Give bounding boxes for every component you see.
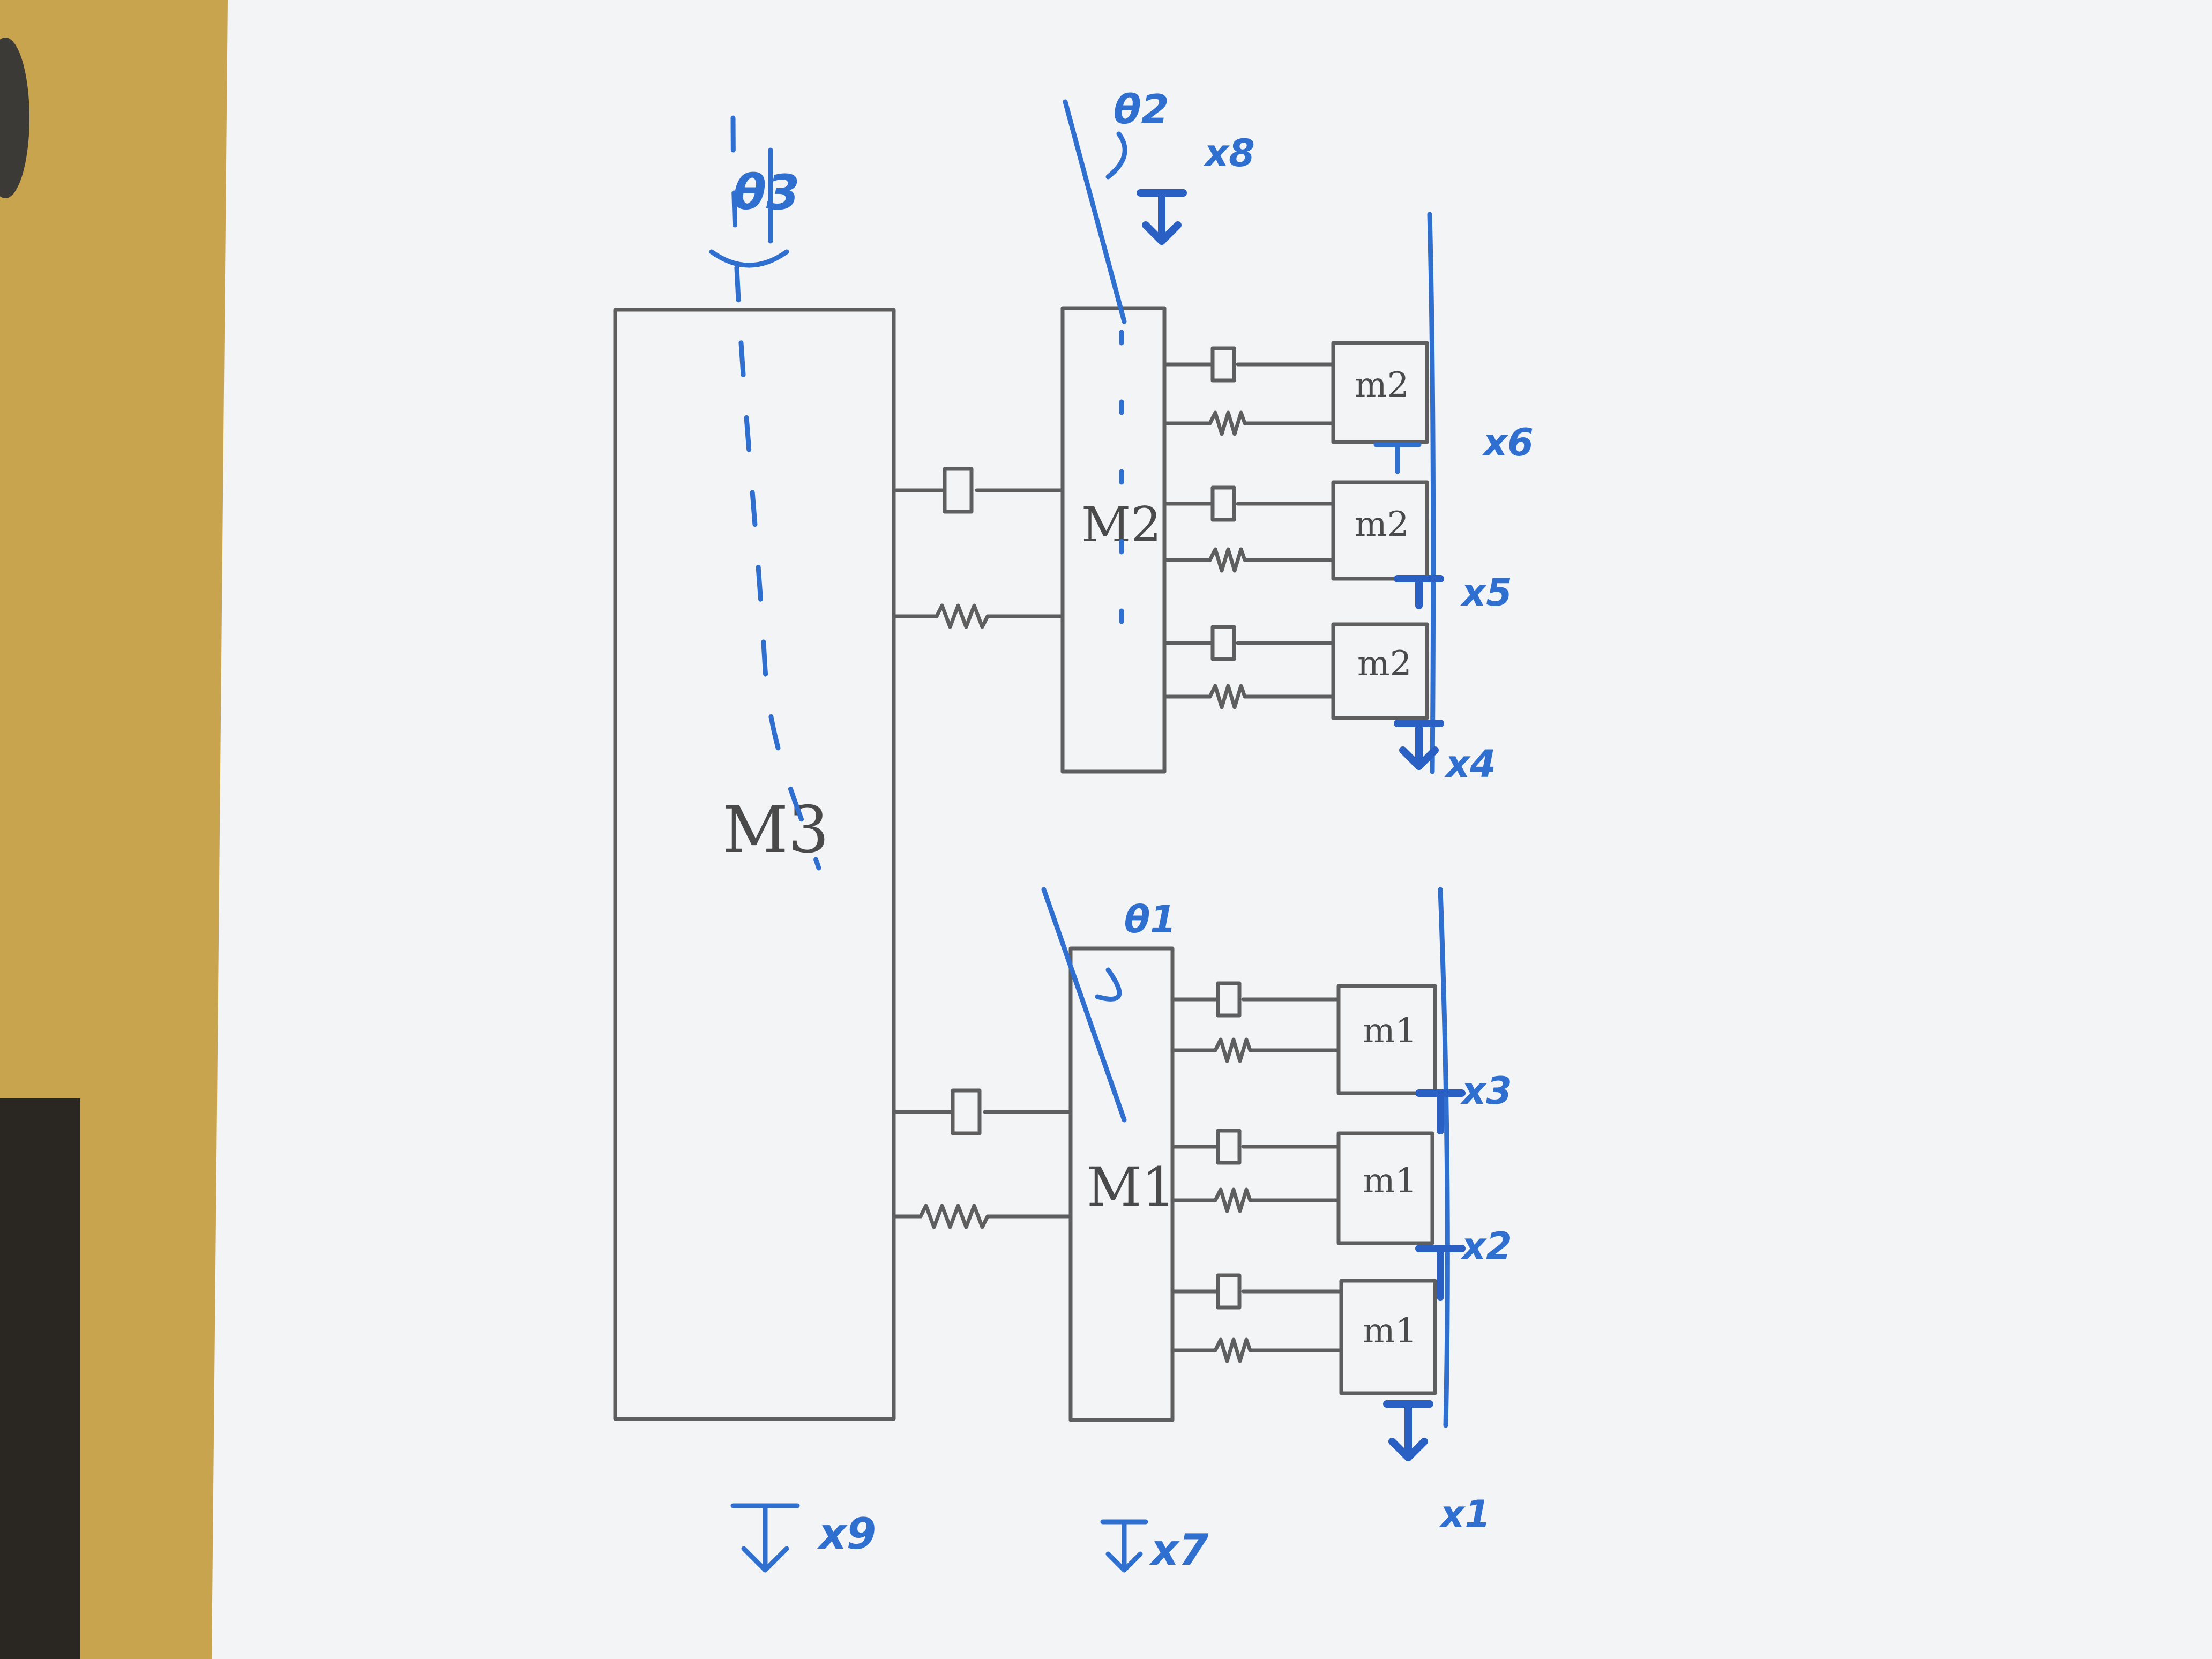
arrow-x4 <box>1394 720 1444 770</box>
mass-M3 <box>613 308 896 1421</box>
paper-sheet <box>212 0 2212 1659</box>
arrow-x6 <box>1373 442 1422 474</box>
label-x4: x4 <box>1444 742 1496 786</box>
wheel-m2-3: m2 <box>1162 341 1429 444</box>
damper-M3-M2 <box>892 467 1065 514</box>
theta2-arc <box>1063 99 1127 324</box>
arrow-x9 <box>730 1503 800 1573</box>
theta3-arc <box>709 249 789 268</box>
label-M1: M1 <box>1087 1156 1176 1219</box>
label-x5: x5 <box>1460 571 1512 615</box>
wheel-m2-2: m2 <box>1162 480 1429 581</box>
wheel-m2-1: m2 <box>1162 622 1429 720</box>
arrow-x2 <box>1415 1245 1466 1301</box>
wheel-m1-2: m1 <box>1170 1129 1434 1245</box>
ground-line-left <box>1438 887 1450 1428</box>
arrow-x1 <box>1383 1400 1433 1461</box>
label-m2-3: m2 <box>1355 365 1409 405</box>
label-x7: x7 <box>1149 1525 1209 1575</box>
dark-object <box>0 1098 80 1659</box>
theta1-label: θ1 <box>1124 898 1176 941</box>
theta2-curl <box>1105 131 1127 180</box>
mass-M1 <box>1068 946 1175 1422</box>
wheel-m1-3: m1 <box>1170 981 1437 1095</box>
arrow-x5 <box>1394 575 1444 609</box>
drawing: M3 M1 M2 m1 m1 <box>613 86 1534 1575</box>
label-m2-2: m2 <box>1355 505 1409 544</box>
label-m1-2: m1 <box>1363 1161 1417 1201</box>
arrow-x7 <box>1100 1519 1148 1573</box>
wheel-m1-1: m1 <box>1170 1273 1437 1395</box>
label-x2: x2 <box>1460 1224 1512 1268</box>
label-x9: x9 <box>817 1509 876 1559</box>
label-x3: x3 <box>1460 1069 1512 1113</box>
label-m1-1: m1 <box>1363 1311 1417 1351</box>
label-x1: x1 <box>1439 1492 1491 1536</box>
ground-line-right <box>1427 212 1436 774</box>
label-m1-3: m1 <box>1363 1011 1417 1051</box>
arrow-x3 <box>1415 1089 1466 1134</box>
label-x6: x6 <box>1482 421 1534 465</box>
spring-M3-M2 <box>892 603 1065 629</box>
label-M3: M3 <box>722 793 829 868</box>
theta1-arc <box>1041 887 1127 1123</box>
label-x8: x8 <box>1203 131 1255 175</box>
spring-M3-M1 <box>892 1204 1073 1229</box>
centerline-M3 <box>730 115 821 871</box>
damper-M3-M1 <box>892 1088 1073 1135</box>
arrow-x8 <box>1137 189 1187 245</box>
label-m2-1: m2 <box>1357 644 1411 684</box>
theta3-label: θ3 <box>733 165 799 221</box>
theta2-label: θ2 <box>1114 86 1169 133</box>
ring-object <box>0 38 29 198</box>
mass-M2 <box>1060 306 1167 774</box>
theta1-curl <box>1095 967 1122 1002</box>
